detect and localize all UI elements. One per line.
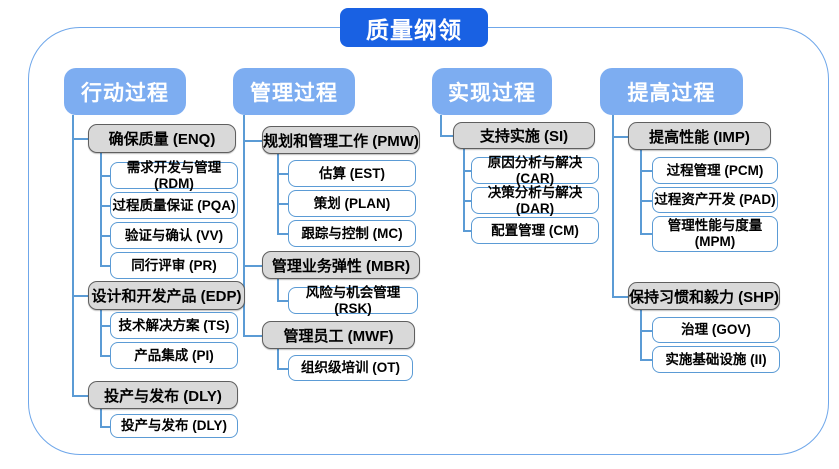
connector-line xyxy=(100,265,110,267)
column-header-action: 行动过程 xyxy=(64,68,186,115)
node-mbr: 管理业务弹性 (MBR) xyxy=(262,251,420,279)
node-enq: 确保质量 (ENQ) xyxy=(88,124,236,153)
connector-line xyxy=(463,170,471,172)
node-shp: 保持习惯和毅力 (SHP) xyxy=(628,282,780,310)
node-car: 原因分析与解决 (CAR) xyxy=(471,155,599,186)
connector-line xyxy=(100,175,110,177)
connector-line xyxy=(640,200,652,202)
connector-line xyxy=(100,235,110,237)
node-cm: 配置管理 (CM) xyxy=(471,217,599,244)
connector-line xyxy=(72,295,88,297)
connector-line xyxy=(277,349,279,368)
connector-line xyxy=(100,153,102,265)
connector-line xyxy=(277,279,279,300)
connector-line xyxy=(243,115,245,335)
connector-line xyxy=(100,355,110,357)
connector-line xyxy=(440,135,453,137)
node-dly-child: 投产与发布 (DLY) xyxy=(110,414,238,438)
column-header-improvement: 提高过程 xyxy=(600,68,743,115)
connector-line xyxy=(277,300,288,302)
node-dar: 决策分析与解决 (DAR) xyxy=(471,185,599,216)
connector-line xyxy=(100,205,110,207)
connector-line xyxy=(243,265,262,267)
connector-line xyxy=(612,136,628,138)
connector-line xyxy=(243,140,262,142)
connector-line xyxy=(100,310,102,355)
connector-line xyxy=(72,115,74,396)
node-plan: 策划 (PLAN) xyxy=(288,190,416,217)
node-pad: 过程资产开发 (PAD) xyxy=(652,187,778,213)
connector-line xyxy=(243,335,262,337)
node-pmw: 规划和管理工作 (PMW) xyxy=(262,126,420,154)
node-imp: 提高性能 (IMP) xyxy=(628,122,771,150)
connector-line xyxy=(72,138,88,140)
connector-line xyxy=(277,368,288,370)
connector-line xyxy=(72,395,88,397)
connector-line xyxy=(277,203,288,205)
connector-line xyxy=(277,154,279,233)
node-gov: 治理 (GOV) xyxy=(652,317,780,343)
column-header-management: 管理过程 xyxy=(233,68,355,115)
diagram-title: 质量纲领 xyxy=(340,8,488,47)
connector-line xyxy=(463,149,465,230)
connector-line xyxy=(640,170,652,172)
connector-line xyxy=(463,200,471,202)
node-vv: 验证与确认 (VV) xyxy=(110,222,238,249)
connector-line xyxy=(640,310,642,359)
node-mc: 跟踪与控制 (MC) xyxy=(288,220,416,247)
node-pcm: 过程管理 (PCM) xyxy=(652,157,778,184)
connector-line xyxy=(640,233,652,235)
node-si: 支持实施 (SI) xyxy=(453,122,595,149)
node-ii: 实施基础设施 (II) xyxy=(652,346,780,373)
node-mwf: 管理员工 (MWF) xyxy=(262,321,415,349)
node-ot: 组织级培训 (OT) xyxy=(288,355,413,381)
node-dly: 投产与发布 (DLY) xyxy=(88,381,238,409)
node-est: 估算 (EST) xyxy=(288,160,416,187)
connector-line xyxy=(277,233,288,235)
connector-line xyxy=(612,115,614,296)
connector-line xyxy=(277,173,288,175)
column-header-implementation: 实现过程 xyxy=(432,68,552,115)
node-pr: 同行评审 (PR) xyxy=(110,252,238,279)
connector-line xyxy=(640,150,642,233)
node-rsk: 风险与机会管理 (RSK) xyxy=(288,285,418,316)
connector-line xyxy=(463,230,471,232)
connector-line xyxy=(640,359,652,361)
connector-line xyxy=(440,115,442,135)
node-rdm: 需求开发与管理 (RDM) xyxy=(110,160,238,191)
connector-line xyxy=(100,325,110,327)
node-pi: 产品集成 (PI) xyxy=(110,342,238,369)
connector-line xyxy=(640,330,652,332)
connector-line xyxy=(612,296,628,298)
node-ts: 技术解决方案 (TS) xyxy=(110,312,238,339)
node-pqa: 过程质量保证 (PQA) xyxy=(110,192,238,219)
connector-line xyxy=(100,409,102,426)
node-edp: 设计和开发产品 (EDP) xyxy=(88,281,245,310)
connector-line xyxy=(100,426,110,428)
node-mpm: 管理性能与度量 (MPM) xyxy=(652,216,778,252)
